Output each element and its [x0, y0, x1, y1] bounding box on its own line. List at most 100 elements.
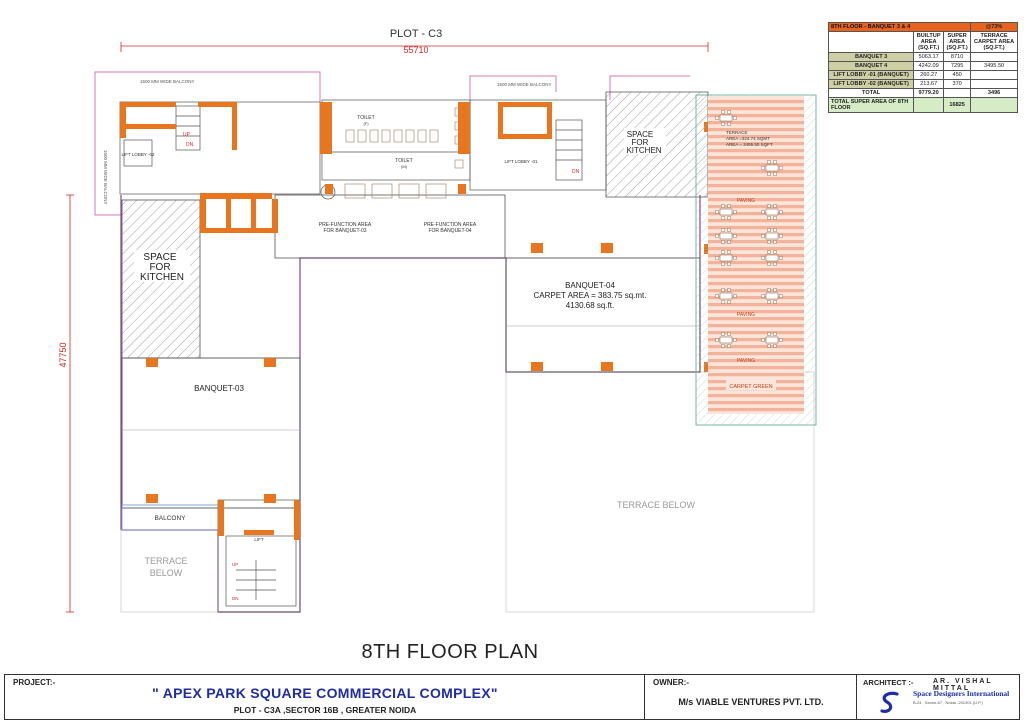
paving-strip — [708, 219, 804, 223]
area-table-pct: @73% — [970, 22, 1018, 32]
paving-strip — [708, 198, 804, 202]
paving-strip — [708, 121, 804, 125]
svg-text:KITCHEN: KITCHEN — [140, 272, 184, 283]
svg-text:(F): (F) — [363, 121, 369, 126]
paving-label-3: PAVING — [737, 358, 755, 364]
dining-set — [715, 250, 737, 266]
balcony-label: BALCONY — [154, 515, 186, 522]
dining-set — [761, 160, 783, 176]
dining-set — [715, 204, 737, 220]
paving-strip — [708, 254, 804, 258]
paving-strip — [708, 247, 804, 251]
paving-strip — [708, 205, 804, 209]
paving-strip — [708, 394, 804, 398]
architect-name: AR. VISHAL MITTAL — [933, 678, 993, 692]
table-row: LIFT LOBBY -02 (BANQUET) 213.67 370 — [827, 79, 1018, 89]
width-dim-text: 55710 — [403, 45, 428, 55]
owner-label: OWNER:- — [653, 678, 689, 687]
building-outline — [120, 195, 701, 613]
kitchen-left: SPACE FOR KITCHEN — [121, 199, 201, 359]
paving-strip — [708, 317, 804, 321]
kitchen-right: SPACE FOR KITCHEN — [605, 91, 709, 198]
dining-set — [761, 204, 783, 220]
balcony-wide-label-2: 1500 MM WIDE BALCONY — [497, 82, 552, 87]
svg-text:UP: UP — [183, 132, 191, 138]
paving-strip — [708, 268, 804, 272]
svg-text:TOILET: TOILET — [395, 158, 412, 164]
carpet-green-label: CARPET GREEN — [729, 384, 772, 390]
title-block: PROJECT:- " APEX PARK SQUARE COMMERCIAL … — [4, 674, 1020, 720]
structural-walls — [120, 102, 552, 540]
svg-text:(M): (M) — [401, 164, 408, 169]
paving-strip — [708, 128, 804, 132]
svg-text:AREA = 3495.50 SQFT: AREA = 3495.50 SQFT — [726, 142, 773, 147]
firm-address: B-24 , Sector-67 , Noida -201301 (U.P.) — [913, 700, 983, 705]
svg-text:SPACE: SPACE — [143, 252, 176, 263]
terrace-below-left-1: TERRACE — [144, 556, 187, 566]
terrace-below-left-2: BELOW — [150, 568, 183, 578]
paving-strip — [708, 303, 804, 307]
banquet-04-carpet: CARPET AREA = 383.75 sq.mt. — [533, 291, 646, 300]
svg-text:DN: DN — [232, 596, 239, 601]
height-dim-text: 47750 — [58, 342, 68, 367]
architect-cell: ARCHITECT :- AR. VISHAL MITTAL Space Des… — [857, 675, 1019, 719]
paving-strip — [708, 233, 804, 237]
dining-set — [715, 332, 737, 348]
paving-strip — [708, 163, 804, 167]
owner-cell: OWNER:- M/s VIABLE VENTURES PVT. LTD. — [645, 675, 857, 719]
paving-strip — [708, 100, 804, 104]
svg-text:FOR: FOR — [632, 138, 649, 147]
paving-strip — [708, 156, 804, 160]
svg-text:FOR: FOR — [149, 262, 170, 273]
svg-text:TERRACE: TERRACE — [726, 130, 748, 135]
paving-strip — [708, 352, 804, 356]
paving-strip — [708, 135, 804, 139]
svg-text:DN: DN — [186, 142, 194, 148]
table-row: BANQUET 3 5063.17 8710 — [827, 52, 1018, 62]
balcony-wide-label-1: 1500 MM WIDE BALCONY — [140, 79, 195, 84]
terrace-below-right: TERRACE BELOW — [617, 500, 696, 510]
paving-strip — [708, 212, 804, 216]
svg-text:LIFT: LIFT — [254, 537, 264, 542]
svg-text:AREA =324.74 SQMT: AREA =324.74 SQMT — [726, 136, 770, 141]
paving-strip — [708, 282, 804, 286]
paving-strip — [708, 184, 804, 188]
paving-label-1: PAVING — [737, 198, 755, 204]
overall-height-dimension: 47750 — [58, 194, 74, 613]
svg-text:PRE-FUNCTION AREA: PRE-FUNCTION AREA — [424, 222, 477, 228]
architect-label: ARCHITECT :- — [863, 678, 914, 687]
paving-strip — [708, 226, 804, 230]
dining-set — [761, 228, 783, 244]
paving-strip — [708, 338, 804, 342]
banquet-04-sqft: 4130.68 sq.ft. — [566, 301, 614, 310]
paving-strip — [708, 240, 804, 244]
project-address: PLOT - C3A ,SECTOR 16B , GREATER NOIDA — [233, 705, 417, 715]
banquet-03-label: BANQUET-03 — [194, 384, 244, 393]
project-name: " APEX PARK SQUARE COMMERCIAL COMPLEX" — [152, 685, 498, 701]
paving-strip — [708, 170, 804, 174]
dining-set — [715, 288, 737, 304]
paving-strip — [708, 366, 804, 370]
paving-strip — [708, 324, 804, 328]
owner-name: M/s VIABLE VENTURES PVT. LTD. — [678, 697, 824, 707]
toilet-block — [320, 99, 471, 200]
balcony-outlines — [94, 71, 690, 216]
project-cell: PROJECT:- " APEX PARK SQUARE COMMERCIAL … — [5, 675, 645, 719]
paving-strip — [708, 261, 804, 265]
dining-set — [761, 288, 783, 304]
dining-set — [715, 110, 737, 126]
paving-strip — [708, 142, 804, 146]
table-row: LIFT LOBBY -01 (BANQUET) 260.27 450 — [827, 70, 1018, 80]
banquet-04-walls — [505, 257, 701, 373]
paving-label-2: PAVING — [737, 312, 755, 318]
paving-strip — [708, 114, 804, 118]
paving-strip — [708, 345, 804, 349]
paving-strip — [708, 275, 804, 279]
banquet-04-name: BANQUET-04 — [565, 281, 615, 290]
